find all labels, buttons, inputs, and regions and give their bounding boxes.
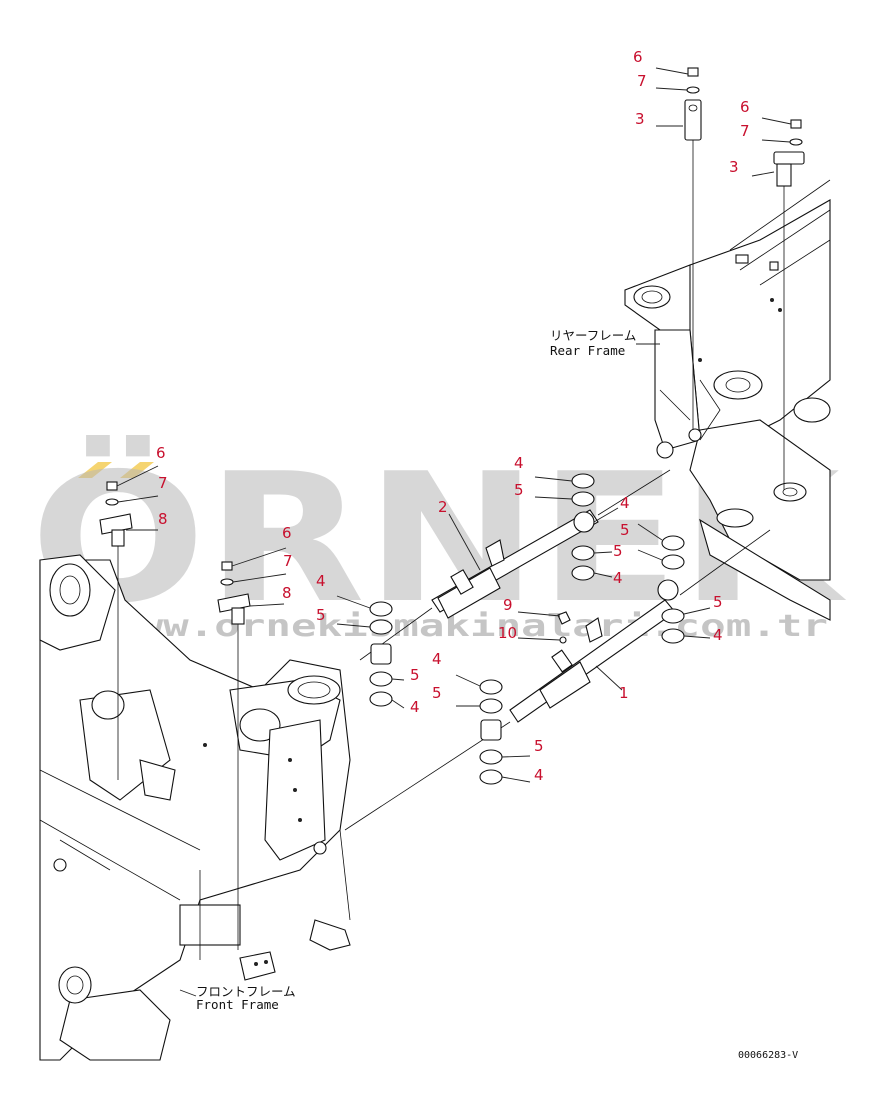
callout-5-g: 5 (432, 684, 442, 702)
front-frame (39, 554, 351, 1061)
callout-5-e: 5 (316, 606, 326, 624)
front-frame-label-en: Front Frame (196, 997, 279, 1012)
rear-frame (624, 179, 831, 621)
callout-5-d: 5 (713, 593, 723, 611)
callout-4-c: 4 (613, 569, 623, 587)
callout-5-h: 5 (534, 737, 544, 755)
rear-frame-label-jp: リヤーフレーム (550, 328, 636, 343)
callout-4-a: 4 (514, 454, 524, 472)
callout-7-mid: 7 (283, 552, 293, 570)
callout-4-h: 4 (534, 766, 544, 784)
callout-3-right: 3 (729, 158, 739, 176)
callout-7-left: 7 (158, 474, 168, 492)
callout-8-left: 8 (158, 510, 168, 528)
callout-5-a: 5 (514, 481, 524, 499)
frame-labels: リヤーフレーム Rear Frame フロントフレーム Front Frame (179, 328, 660, 1012)
callout-8-mid: 8 (282, 584, 292, 602)
leader-lines (116, 67, 792, 783)
callout-4-g: 4 (432, 650, 442, 668)
steering-cylinder-2 (359, 469, 671, 661)
pins-and-bolts (99, 67, 805, 950)
callout-5-c: 5 (613, 542, 623, 560)
callout-2: 2 (438, 498, 448, 516)
watermark-accent-mark (78, 462, 154, 478)
callout-9: 9 (503, 596, 513, 614)
callout-6-top: 6 (633, 48, 643, 66)
callout-4-f: 4 (410, 698, 420, 716)
callout-4-e: 4 (316, 572, 326, 590)
callout-1: 1 (619, 684, 629, 702)
callout-4-b: 4 (620, 494, 630, 512)
drawing-code: 00066283-V (738, 1050, 798, 1061)
rear-frame-label-en: Rear Frame (550, 343, 625, 358)
callout-numbers: 6 7 3 6 7 3 6 7 8 6 7 8 2 1 9 10 4 5 4 5… (156, 48, 750, 784)
callout-5-b: 5 (620, 521, 630, 539)
callout-10: 10 (498, 624, 517, 642)
callout-5-f: 5 (410, 666, 420, 684)
callout-4-d: 4 (713, 626, 723, 644)
callout-6-mid: 6 (282, 524, 292, 542)
callout-6-left: 6 (156, 444, 166, 462)
callout-7-right: 7 (740, 122, 750, 140)
front-frame-label-jp: フロントフレーム (196, 984, 296, 999)
callout-6-right: 6 (740, 98, 750, 116)
callout-7-top: 7 (637, 72, 647, 90)
callout-3-top: 3 (635, 110, 645, 128)
washers (369, 473, 685, 785)
